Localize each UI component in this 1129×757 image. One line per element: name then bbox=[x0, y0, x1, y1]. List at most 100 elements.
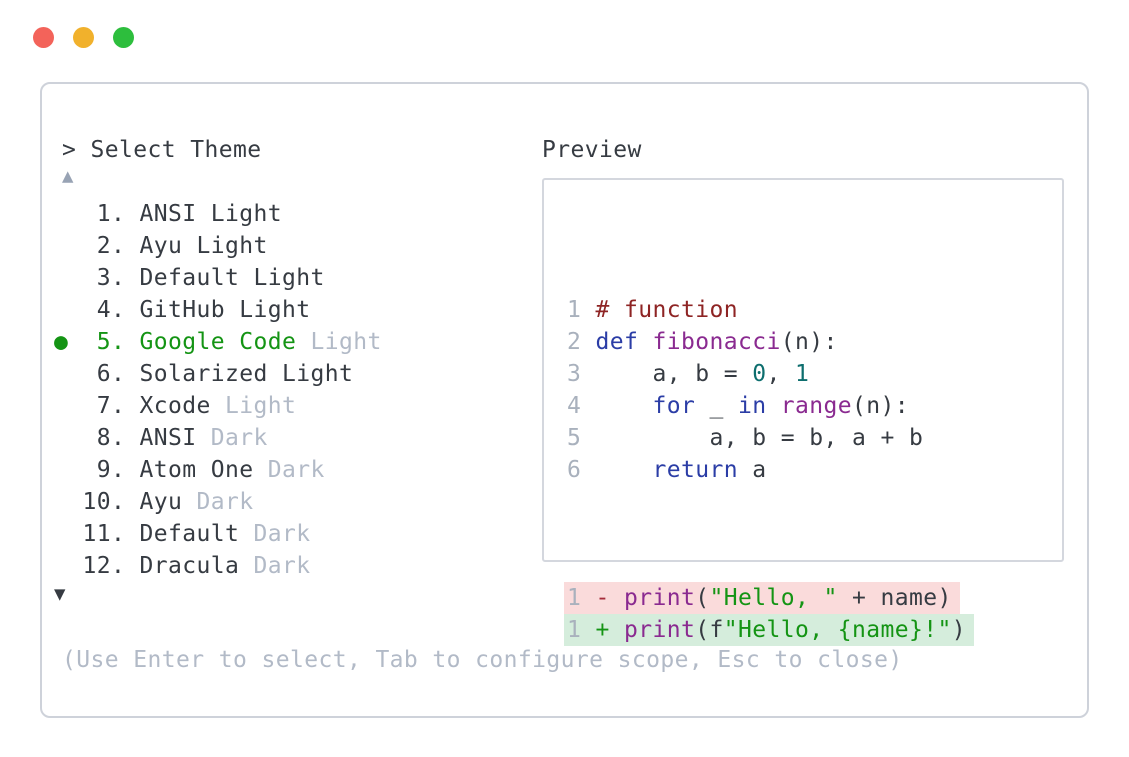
theme-option-9[interactable]: 9. Atom One Dark bbox=[54, 454, 382, 486]
theme-variant: Dark bbox=[253, 457, 325, 483]
code-token: (n): bbox=[780, 329, 838, 355]
line-number: 1 bbox=[567, 617, 596, 643]
theme-variant: Dark bbox=[239, 521, 311, 547]
theme-name: Default bbox=[139, 521, 240, 547]
theme-name: Default Light bbox=[139, 265, 325, 291]
theme-name: Ayu bbox=[139, 489, 183, 515]
bullet-spacer bbox=[54, 553, 83, 579]
bullet-spacer bbox=[54, 361, 83, 387]
theme-variant: Light bbox=[210, 393, 297, 419]
theme-name: GitHub Light bbox=[139, 297, 311, 323]
code-token: fibonacci bbox=[652, 329, 781, 355]
line-number: 5 bbox=[567, 425, 596, 451]
code-token: + name) bbox=[837, 585, 952, 611]
bullet-spacer bbox=[54, 425, 83, 451]
theme-picker-dialog: > Select Theme ▲ 1. ANSI Light 2. Ayu Li… bbox=[40, 82, 1089, 718]
theme-number: 10. bbox=[82, 489, 140, 515]
bullet-spacer bbox=[54, 393, 83, 419]
theme-option-8[interactable]: 8. ANSI Dark bbox=[54, 422, 382, 454]
theme-number: 7. bbox=[82, 393, 140, 419]
theme-number: 12. bbox=[82, 553, 140, 579]
keyboard-hint: (Use Enter to select, Tab to configure s… bbox=[62, 647, 903, 673]
line-number: 6 bbox=[567, 457, 596, 483]
code-line: 3 a, b = 0, 1 bbox=[567, 358, 1062, 390]
code-token: (n): bbox=[852, 393, 909, 419]
theme-option-3[interactable]: 3. Default Light bbox=[54, 262, 382, 294]
bullet-spacer bbox=[54, 489, 83, 515]
code-token: a, b = bbox=[595, 361, 753, 387]
code-token: ( bbox=[695, 585, 710, 611]
bullet-spacer bbox=[54, 201, 83, 227]
code-token bbox=[596, 393, 653, 419]
code-token: return bbox=[652, 457, 738, 483]
scroll-down-icon[interactable]: ▼ bbox=[54, 583, 66, 605]
code-line: 1 # function bbox=[567, 294, 1062, 326]
theme-option-6[interactable]: 6. Solarized Light bbox=[54, 358, 382, 390]
theme-option-2[interactable]: 2. Ayu Light bbox=[54, 230, 382, 262]
close-button[interactable] bbox=[33, 27, 54, 48]
theme-option-1[interactable]: 1. ANSI Light bbox=[54, 198, 382, 230]
code-token bbox=[767, 393, 781, 419]
code-token: for bbox=[652, 393, 696, 419]
minimize-button[interactable] bbox=[73, 27, 94, 48]
theme-number: 1. bbox=[82, 201, 140, 227]
theme-option-12[interactable]: 12. Dracula Dark bbox=[54, 550, 382, 582]
diff-line-removed: 1 - print("Hello, " + name) bbox=[564, 582, 960, 614]
theme-name: Dracula bbox=[139, 553, 240, 579]
maximize-button[interactable] bbox=[113, 27, 134, 48]
bullet-spacer bbox=[54, 457, 83, 483]
theme-number: 3. bbox=[82, 265, 140, 291]
theme-name: Google Code bbox=[139, 329, 297, 355]
code-token: a, b = b, a + b bbox=[595, 425, 924, 451]
selected-indicator-icon: ● bbox=[54, 329, 83, 355]
line-number: 3 bbox=[567, 361, 596, 387]
code-token: range bbox=[780, 393, 852, 419]
diff-sample: 1 - print("Hello, " + name)1 + print(f"H… bbox=[564, 582, 1062, 646]
theme-variant: Light bbox=[296, 329, 382, 355]
theme-name: ANSI bbox=[139, 425, 197, 451]
code-token: in bbox=[738, 393, 767, 419]
code-token: (f bbox=[695, 617, 724, 643]
theme-number: 6. bbox=[82, 361, 140, 387]
theme-option-7[interactable]: 7. Xcode Light bbox=[54, 390, 382, 422]
code-token: print bbox=[624, 585, 696, 611]
line-number: 4 bbox=[567, 393, 596, 419]
window-controls bbox=[33, 27, 134, 48]
theme-number: 2. bbox=[82, 233, 140, 259]
theme-name: Xcode bbox=[139, 393, 211, 419]
diff-line-added: 1 + print(f"Hello, {name}!") bbox=[564, 614, 974, 646]
theme-list: 1. ANSI Light 2. Ayu Light 3. Default Li… bbox=[54, 198, 382, 582]
code-token bbox=[596, 457, 653, 483]
code-token: 1 bbox=[794, 361, 810, 387]
theme-name: Solarized Light bbox=[139, 361, 354, 387]
code-token: print bbox=[624, 617, 696, 643]
code-token: # function bbox=[595, 297, 738, 323]
theme-name: ANSI Light bbox=[139, 201, 282, 227]
code-token bbox=[638, 329, 652, 355]
theme-number: 4. bbox=[82, 297, 140, 323]
code-line: 4 for _ in range(n): bbox=[567, 390, 1062, 422]
diff-sign-icon: + bbox=[595, 617, 624, 643]
bullet-spacer bbox=[54, 297, 83, 323]
theme-name: Atom One bbox=[139, 457, 254, 483]
code-line: 6 return a bbox=[567, 454, 1062, 486]
scroll-up-icon[interactable]: ▲ bbox=[62, 165, 74, 187]
theme-option-4[interactable]: 4. GitHub Light bbox=[54, 294, 382, 326]
code-token: def bbox=[595, 329, 639, 355]
code-token: "Hello, {name}!" bbox=[723, 617, 952, 643]
theme-name: Ayu Light bbox=[139, 233, 268, 259]
theme-number: 8. bbox=[82, 425, 140, 451]
theme-option-11[interactable]: 11. Default Dark bbox=[54, 518, 382, 550]
theme-variant: Dark bbox=[182, 489, 254, 515]
bullet-spacer bbox=[54, 521, 83, 547]
theme-variant: Dark bbox=[196, 425, 268, 451]
code-token: , bbox=[766, 361, 795, 387]
theme-option-5[interactable]: ● 5. Google Code Light bbox=[54, 326, 382, 358]
code-token: ) bbox=[951, 617, 966, 643]
theme-variant: Dark bbox=[239, 553, 311, 579]
code-token: 0 bbox=[752, 361, 767, 387]
theme-option-10[interactable]: 10. Ayu Dark bbox=[54, 486, 382, 518]
select-theme-prompt: > Select Theme bbox=[62, 137, 262, 163]
theme-number: 11. bbox=[82, 521, 140, 547]
